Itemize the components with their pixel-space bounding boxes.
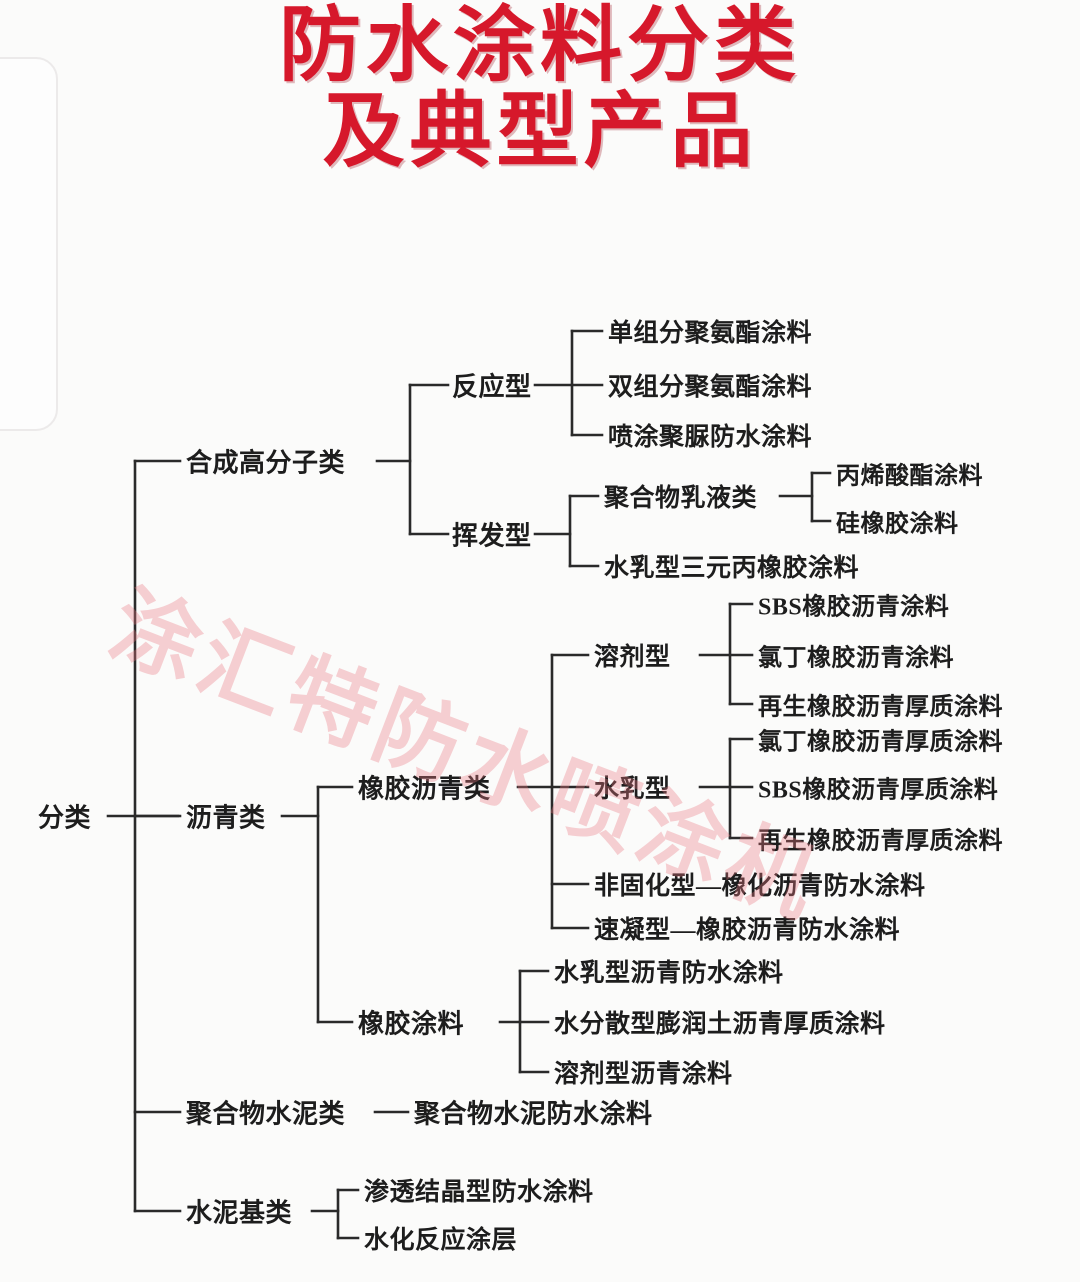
tree-leaf-reclaimed-rubber-asphalt-thick-coating[interactable]: 再生橡胶沥青厚质涂料	[758, 694, 1003, 721]
tree-leaf-neoprene-asphalt-thick-coating[interactable]: 氯丁橡胶沥青厚质涂料	[758, 729, 1003, 756]
tree-node-polymer-cement[interactable]: 聚合物水泥类	[186, 1099, 346, 1129]
tree-leaf-solvent-asphalt-coating[interactable]: 溶剂型沥青涂料	[554, 1061, 733, 1088]
tree-node-reactive-type[interactable]: 反应型	[452, 372, 532, 402]
tree-leaf-one-component-pu[interactable]: 单组分聚氨酯涂料	[608, 320, 813, 347]
tree-leaf-water-dispersed-bentonite-asphalt-thick-coating[interactable]: 水分散型膨润土沥青厚质涂料	[554, 1011, 886, 1038]
tree-leaf-two-component-pu[interactable]: 双组分聚氨酯涂料	[608, 374, 813, 401]
tree-leaf-crystalline-penetrating-coating[interactable]: 渗透结晶型防水涂料	[364, 1179, 594, 1206]
tree-leaf-emulsion-epdm[interactable]: 水乳型三元丙橡胶涂料	[604, 555, 860, 582]
tree-node-rubber-coating[interactable]: 橡胶涂料	[358, 1009, 465, 1039]
title-line-1: 防水涂料分类	[278, 0, 801, 93]
tree-node-cement-base[interactable]: 水泥基类	[186, 1198, 293, 1228]
tree-leaf-neoprene-asphalt-coating[interactable]: 氯丁橡胶沥青涂料	[758, 645, 954, 672]
tree-leaf-spray-polyurea[interactable]: 喷涂聚脲防水涂料	[608, 424, 813, 451]
tree-leaf-sbs-rubber-asphalt-coating[interactable]: SBS橡胶沥青涂料	[758, 594, 950, 621]
tree-node-root[interactable]: 分类	[38, 803, 92, 833]
title-line-2: 及典型产品	[322, 82, 758, 179]
tree-node-polymer-emulsion[interactable]: 聚合物乳液类	[604, 485, 758, 512]
tree-leaf-reclaimed-rubber-asphalt-thick-coating-2[interactable]: 再生橡胶沥青厚质涂料	[758, 828, 1003, 855]
tree-node-solvent-type[interactable]: 溶剂型	[594, 644, 671, 671]
tree-leaf-emulsion-asphalt-waterproof-coating[interactable]: 水乳型沥青防水涂料	[554, 960, 784, 987]
tree-leaf-acrylate-coating[interactable]: 丙烯酸酯涂料	[836, 463, 983, 490]
tree-node-synthetic-polymer[interactable]: 合成高分子类	[186, 448, 346, 478]
page-title: 防水涂料分类 及典型产品	[0, 0, 1080, 179]
tree-leaf-non-curing-rubberized-asphalt[interactable]: 非固化型—橡化沥青防水涂料	[594, 873, 926, 900]
tree-leaf-quick-set-rubber-asphalt[interactable]: 速凝型—橡胶沥青防水涂料	[594, 917, 901, 944]
tree-node-rubber-asphalt[interactable]: 橡胶沥青类	[358, 774, 491, 804]
tree-leaf-silicone-rubber-coating[interactable]: 硅橡胶涂料	[836, 511, 959, 538]
tree-node-asphalt[interactable]: 沥青类	[186, 803, 266, 833]
tree-leaf-sbs-rubber-asphalt-thick-coating[interactable]: SBS橡胶沥青厚质涂料	[758, 777, 999, 804]
tree-leaf-polymer-cement-waterproof-coating[interactable]: 聚合物水泥防水涂料	[414, 1099, 653, 1129]
tree-node-volatile-type[interactable]: 挥发型	[452, 521, 532, 551]
tree-leaf-hydration-reaction-coating[interactable]: 水化反应涂层	[364, 1227, 518, 1254]
tree-node-water-emulsion-type[interactable]: 水乳型	[594, 776, 671, 803]
